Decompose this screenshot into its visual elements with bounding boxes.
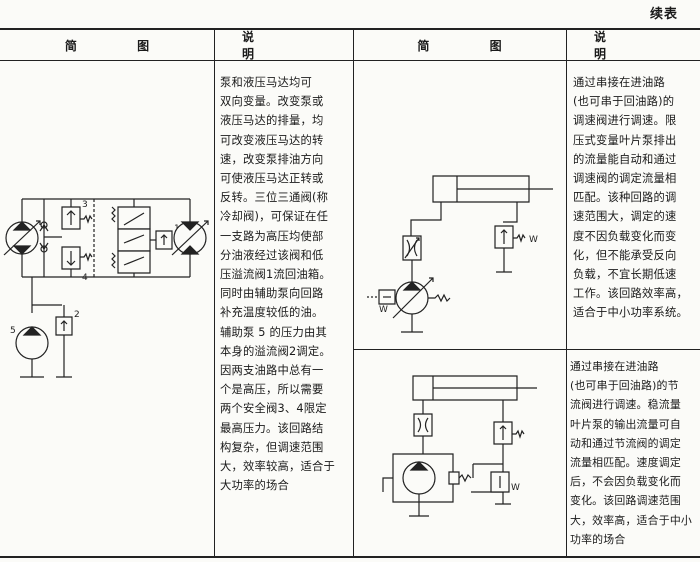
cylinder-icon xyxy=(411,176,553,236)
left-description: 泵和液压马达均可 双向变量。改变泵或 液压马达的排量，均 可改变液压马达的转 速… xyxy=(220,76,335,493)
check-valves-icon xyxy=(40,199,62,277)
relief-valve-2-icon xyxy=(56,305,72,377)
relief-valve-icon xyxy=(495,226,525,272)
throttle-valve-diagram: W xyxy=(353,360,566,550)
flow-control-valve-icon xyxy=(403,236,421,282)
label-w-top: W xyxy=(529,235,538,245)
row-divider-right xyxy=(353,349,700,350)
table-top-rule xyxy=(0,28,700,30)
speed-control-valve-diagram: W W xyxy=(353,160,566,345)
col-divider-1 xyxy=(214,30,215,556)
right-bottom-description: 通过串接在进油路 (也可串于回油路)的节 流阀进行调速。稳流量 叶片泵的输出流量… xyxy=(570,360,692,546)
closed-circuit-diagram: 3 4 1 5 2 xyxy=(0,185,214,405)
label-pump-5: 5 xyxy=(10,326,16,336)
label-w-pump: W xyxy=(379,305,388,315)
header-diagram-right: 简 图 xyxy=(417,38,530,53)
throttle-valve-icon xyxy=(414,414,432,454)
table-bottom-rule xyxy=(0,556,700,558)
col-divider-2 xyxy=(353,30,354,556)
check-valve-bottom-icon xyxy=(491,472,511,504)
header-note-right: 说 明 xyxy=(594,30,635,61)
label-valve-3: 3 xyxy=(82,200,88,210)
header-diagram-left: 简 图 xyxy=(64,38,178,53)
continued-label: 续表 xyxy=(649,7,678,22)
constant-flow-pump-icon xyxy=(383,454,503,516)
main-pump-icon xyxy=(4,221,40,255)
label-valve-4: 4 xyxy=(82,273,88,283)
header-note-left: 说 明 xyxy=(242,30,283,61)
header-bottom-rule xyxy=(0,60,700,61)
col-divider-3 xyxy=(566,30,567,556)
hydraulic-motor-icon xyxy=(172,221,208,255)
safety-valve-4-icon xyxy=(62,247,92,277)
flushing-valve-icon xyxy=(112,199,150,277)
right-top-description: 通过串接在进油路 (也可串于回油路)的 调速阀进行调速。限 压式变量叶片泵排出 … xyxy=(573,76,688,320)
label-valve-2: 2 xyxy=(74,310,80,320)
relief-valve-bottom-icon xyxy=(494,422,524,464)
aux-pump-5-icon xyxy=(16,327,48,377)
cylinder-bottom-icon xyxy=(413,376,537,422)
safety-valve-3-icon xyxy=(62,199,92,229)
label-w-bottom: W xyxy=(511,483,520,493)
relief-valve-1-icon xyxy=(150,231,172,249)
variable-vane-pump-icon xyxy=(367,278,450,332)
